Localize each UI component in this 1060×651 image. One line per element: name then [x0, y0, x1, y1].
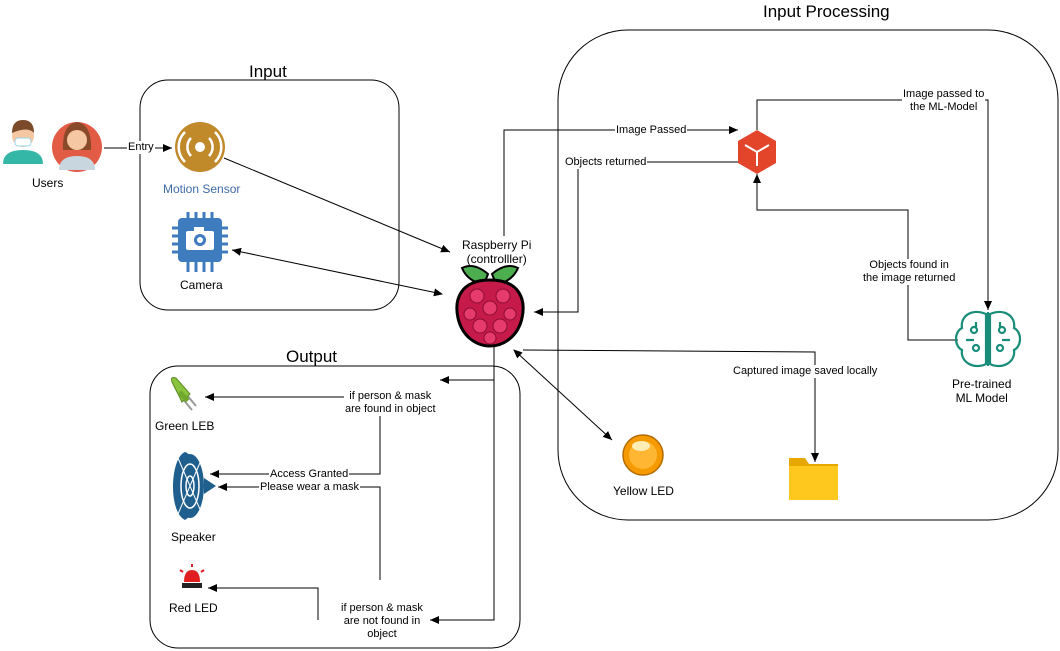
speaker-label: Speaker: [171, 530, 216, 544]
red-led-label: Red LED: [169, 601, 218, 615]
motion-sensor-icon: [175, 122, 225, 172]
edge-label-mask-not-found: if person & mask are not found in object: [340, 602, 424, 641]
edge-pi-to-notfound-branch: [430, 380, 495, 624]
ml-model-label: Pre-trained ML Model: [952, 377, 1011, 405]
rekognition-cube-icon: [738, 130, 776, 174]
yellow-led-icon: [622, 434, 664, 476]
edge-label-objects-found: Objects found in the image returned: [862, 259, 957, 285]
green-led-label: Green LEB: [155, 419, 215, 433]
edge-label-objects-returned: Objects returned: [564, 156, 648, 169]
edge-label-objects-found-line1: Objects found in: [869, 259, 949, 271]
output-group-title: Output: [286, 347, 338, 366]
edge-access-granted: [210, 408, 381, 478]
edge-label-objects-found-line2: the image returned: [863, 272, 956, 284]
edge-objects-found: [753, 174, 958, 341]
ml-model-label-line1: Pre-trained: [952, 377, 1012, 391]
camera-icon: [172, 212, 228, 272]
edge-captured-saved: [522, 349, 819, 462]
edge-wear-mask: [218, 483, 381, 580]
edge-label-image-passed: Image Passed: [615, 124, 688, 137]
edge-label-mask-found-line1: if person & mask: [349, 390, 432, 402]
ml-model-label-line2: ML Model: [955, 391, 1008, 405]
edge-mask-notfound-to-red: [208, 584, 319, 620]
output-group-box: [149, 365, 521, 649]
edge-label-mask-not-found-line3: object: [367, 628, 397, 640]
edge-label-mask-not-found-line1: if person & mask: [341, 602, 423, 614]
motion-sensor-label: Motion Sensor: [163, 182, 241, 196]
edge-label-access-granted: Access Granted: [269, 468, 350, 481]
edge-label-captured-saved: Captured image saved locally: [732, 365, 879, 378]
ml-model-brain-icon: [954, 310, 1022, 368]
edge-image-to-model: [756, 99, 992, 310]
users-label: Users: [32, 176, 64, 190]
edge-label-mask-found-line2: are found in object: [345, 403, 436, 415]
raspberry-pi-label: Raspberry Pi (controlller): [462, 238, 531, 266]
edge-label-image-to-model-line1: Image passed to: [903, 88, 985, 100]
raspberry-pi-icon: [455, 265, 525, 348]
raspberry-pi-label-line2: (controlller): [466, 252, 527, 266]
folder-icon: [789, 458, 838, 500]
edge-camera-pi: [231, 247, 443, 297]
edge-label-image-to-model: Image passed to the ML-Model: [902, 88, 986, 114]
edge-label-mask-not-found-line2: are not found in: [343, 615, 421, 627]
users-icon: [0, 119, 102, 172]
yellow-led-label: Yellow LED: [613, 484, 674, 498]
raspberry-pi-label-line1: Raspberry Pi: [462, 238, 532, 252]
speaker-icon: [172, 452, 216, 520]
processing-group-title: Input Processing: [763, 2, 890, 21]
edge-label-mask-found: if person & mask are found in object: [344, 390, 437, 416]
input-group-box: [139, 79, 400, 311]
edge-motion-to-pi: [223, 157, 451, 253]
edge-label-image-to-model-line2: the ML-Model: [910, 101, 978, 113]
input-group-title: Input: [249, 62, 287, 81]
edge-objects-returned: [534, 161, 738, 316]
green-led-icon: [171, 377, 197, 411]
red-led-icon: [179, 564, 205, 588]
edge-label-entry: Entry: [127, 141, 155, 154]
edge-label-wear-mask: Please wear a mask: [259, 481, 361, 494]
processing-group-box: [557, 29, 1059, 521]
camera-label: Camera: [180, 278, 223, 292]
edge-image-passed: [503, 126, 738, 236]
edge-pi-yellow: [513, 349, 613, 441]
